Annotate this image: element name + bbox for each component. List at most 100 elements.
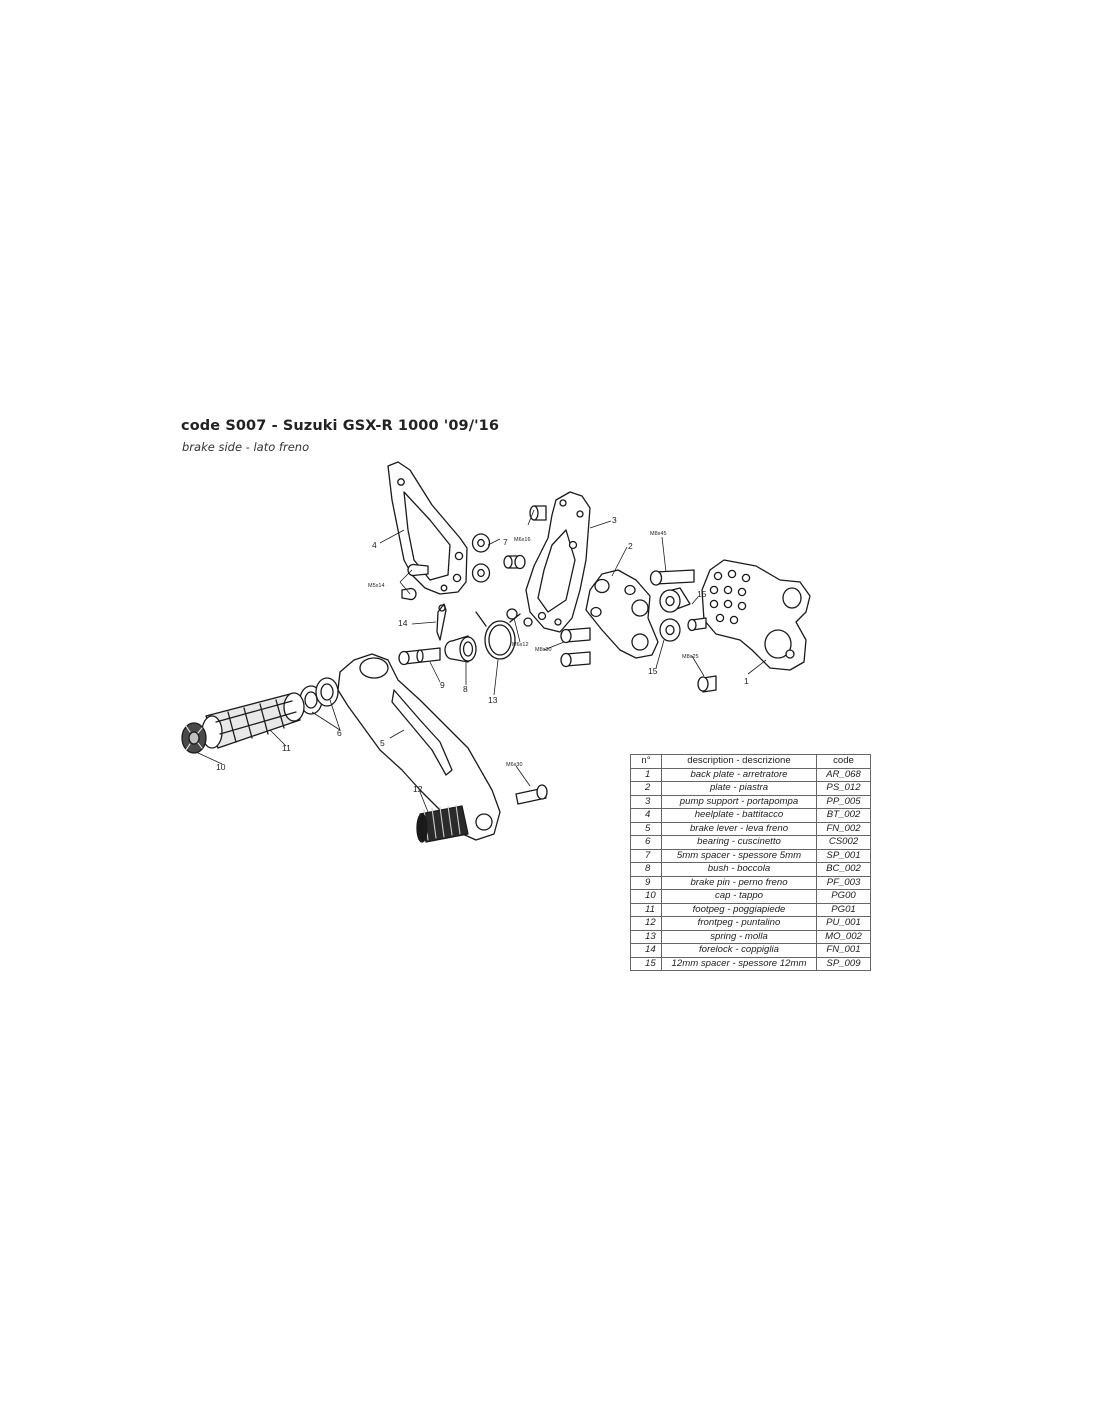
row-description: cap - tappo: [661, 889, 817, 904]
header-number: n°: [630, 754, 662, 769]
callout-4: 4: [372, 540, 377, 550]
row-description: bearing - cuscinetto: [661, 835, 817, 850]
callout-14: 14: [398, 618, 408, 628]
heelplate-part: [387, 461, 468, 595]
callout-9: 9: [440, 680, 445, 690]
callout-7: 7: [503, 537, 508, 547]
callout-6: 6: [337, 728, 342, 738]
row-code: FN_001: [816, 943, 871, 958]
callout-1: 1: [744, 676, 749, 686]
row-number: 5: [630, 821, 662, 836]
m6x12-m8x30-screws: [506, 608, 591, 668]
callout-13: 13: [488, 695, 498, 705]
row-code: PS_012: [816, 781, 871, 796]
page-subtitle: brake side - lato freno: [182, 440, 310, 454]
row-code: BC_002: [816, 862, 871, 877]
row-number: 10: [630, 889, 662, 904]
row-code: PG01: [816, 902, 871, 917]
row-number: 4: [630, 808, 662, 823]
row-description: 12mm spacer - spessore 12mm: [661, 956, 817, 971]
row-code: PU_001: [816, 916, 871, 931]
row-code: CS002: [816, 835, 871, 850]
frontpeg-part: [416, 804, 469, 843]
forelock-part: [436, 603, 447, 641]
row-number: 7: [630, 848, 662, 863]
row-code: BT_002: [816, 808, 871, 823]
row-code: PF_003: [816, 875, 871, 890]
row-code: MO_002: [816, 929, 871, 944]
bolt-label-m6x12: M6x12: [512, 642, 529, 648]
row-code: PP_005: [816, 794, 871, 809]
callout-5: 5: [380, 738, 385, 748]
row-description: pump support - portapompa: [661, 794, 817, 809]
m8x25-screws: [687, 617, 717, 693]
brake-pin-part: [398, 647, 441, 666]
row-code: FN_002: [816, 821, 871, 836]
spring-part: [475, 611, 521, 660]
row-description: back plate - arretratore: [661, 767, 817, 782]
row-description: spring - molla: [661, 929, 817, 944]
bush-part: [444, 635, 477, 663]
row-number: 11: [630, 902, 662, 917]
bolt-label-m8x25: M8x25: [682, 654, 699, 660]
row-description: footpeg - poggiapiede: [661, 902, 817, 917]
bolt-label-m5x14: M5x14: [368, 583, 385, 589]
back-plate-part: [701, 559, 811, 671]
m6x16-screws: [503, 505, 547, 570]
row-number: 15: [630, 956, 662, 971]
row-number: 3: [630, 794, 662, 809]
header-description: description - descrizione: [661, 754, 817, 769]
footpeg-part: [201, 692, 305, 749]
row-code: PG00: [816, 889, 871, 904]
callout-3: 3: [612, 515, 617, 525]
cap-part: [181, 722, 207, 754]
row-description: brake lever - leva freno: [661, 821, 817, 836]
row-number: 8: [630, 862, 662, 877]
callout-11: 11: [282, 743, 291, 753]
row-description: bush - boccola: [661, 862, 817, 877]
brake-lever-part: [337, 653, 501, 841]
spacer-5mm-parts: [471, 533, 491, 583]
row-number: 9: [630, 875, 662, 890]
m8x45-bolt: [649, 569, 695, 586]
row-code: SP_001: [816, 848, 871, 863]
row-number: 13: [630, 929, 662, 944]
m6x30-bolt: [515, 784, 548, 805]
bolt-labels: M8x45 M6x16 M5x14 M6x12 M8x30 M8x25 M6x3…: [368, 531, 699, 768]
header-code: code: [816, 754, 871, 769]
row-number: 1: [630, 767, 662, 782]
row-description: 5mm spacer - spessore 5mm: [661, 848, 817, 863]
row-description: frontpeg - puntalino: [661, 916, 817, 931]
row-description: forelock - coppiglia: [661, 943, 817, 958]
bolt-label-m6x30: M6x30: [506, 762, 523, 768]
pump-support-part: [525, 491, 591, 633]
plate-part: [585, 569, 659, 659]
bolt-label-m8x30: M8x30: [535, 647, 552, 653]
callout-numbers: 1 2 3 4 5 6 7 8 9 10 11 12 13 14 15 15: [216, 515, 749, 794]
row-description: heelplate - battitacco: [661, 808, 817, 823]
callout-12: 12: [413, 784, 423, 794]
bearing-parts: [299, 677, 339, 715]
callout-10: 10: [216, 762, 226, 772]
row-number: 6: [630, 835, 662, 850]
bolt-label-m8x45: M8x45: [650, 531, 667, 537]
row-description: brake pin - perno freno: [661, 875, 817, 890]
callout-15b: 15: [648, 666, 658, 676]
row-code: SP_009: [816, 956, 871, 971]
row-number: 2: [630, 781, 662, 796]
